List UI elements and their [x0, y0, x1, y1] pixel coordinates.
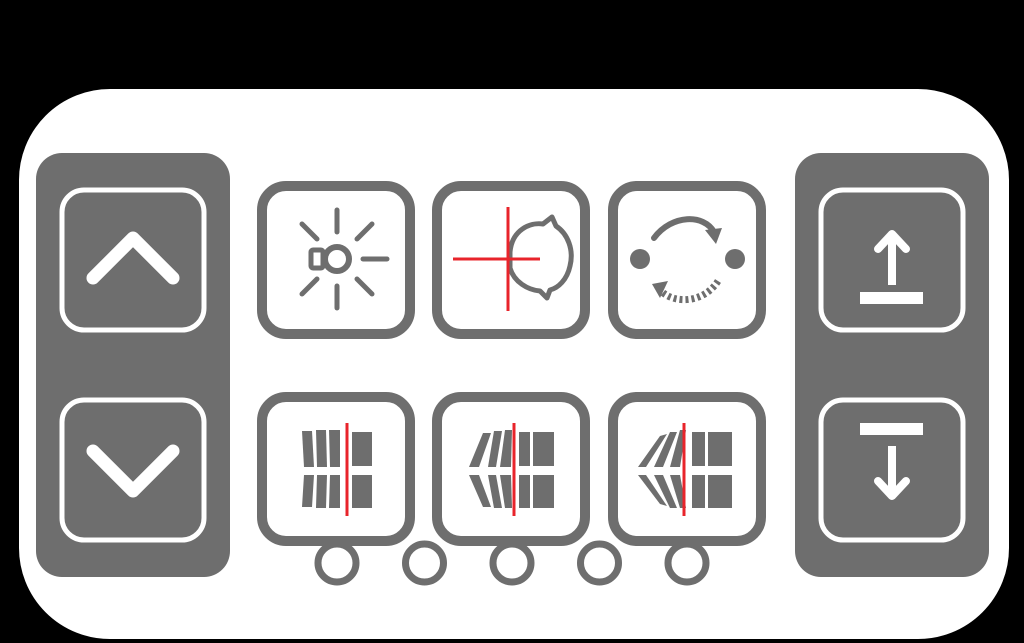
- down-button[interactable]: [59, 397, 207, 543]
- chevron-down-icon: [86, 444, 180, 498]
- indicator-led: [314, 540, 360, 586]
- centering-button[interactable]: [432, 181, 590, 339]
- chevron-up-icon: [86, 231, 180, 285]
- right-button-column: [795, 153, 989, 577]
- up-button[interactable]: [59, 187, 207, 333]
- indicator-led: [664, 540, 710, 586]
- arrow-up-bar-icon: [860, 230, 923, 304]
- head-crosshair-icon: [453, 207, 574, 311]
- spine-preset-3-button[interactable]: [608, 392, 766, 546]
- indicator-led-row: [314, 540, 710, 586]
- rotate-button[interactable]: [608, 181, 766, 339]
- spine-alignment-icon-3: [638, 423, 732, 516]
- rotate-icon: [630, 216, 745, 304]
- spine-alignment-icon-2: [469, 423, 554, 516]
- spine-alignment-icon-1: [302, 423, 372, 516]
- arrow-down-bar-icon: [860, 423, 923, 500]
- lower-button[interactable]: [818, 397, 966, 543]
- spine-preset-2-button[interactable]: [432, 392, 590, 546]
- indicator-led: [402, 540, 447, 586]
- raise-button[interactable]: [818, 187, 966, 333]
- indicator-led: [489, 540, 535, 586]
- light-button[interactable]: [257, 181, 415, 339]
- indicator-led: [577, 540, 622, 586]
- left-button-column: [36, 153, 230, 577]
- light-icon: [299, 207, 390, 311]
- spine-preset-1-button[interactable]: [257, 392, 415, 546]
